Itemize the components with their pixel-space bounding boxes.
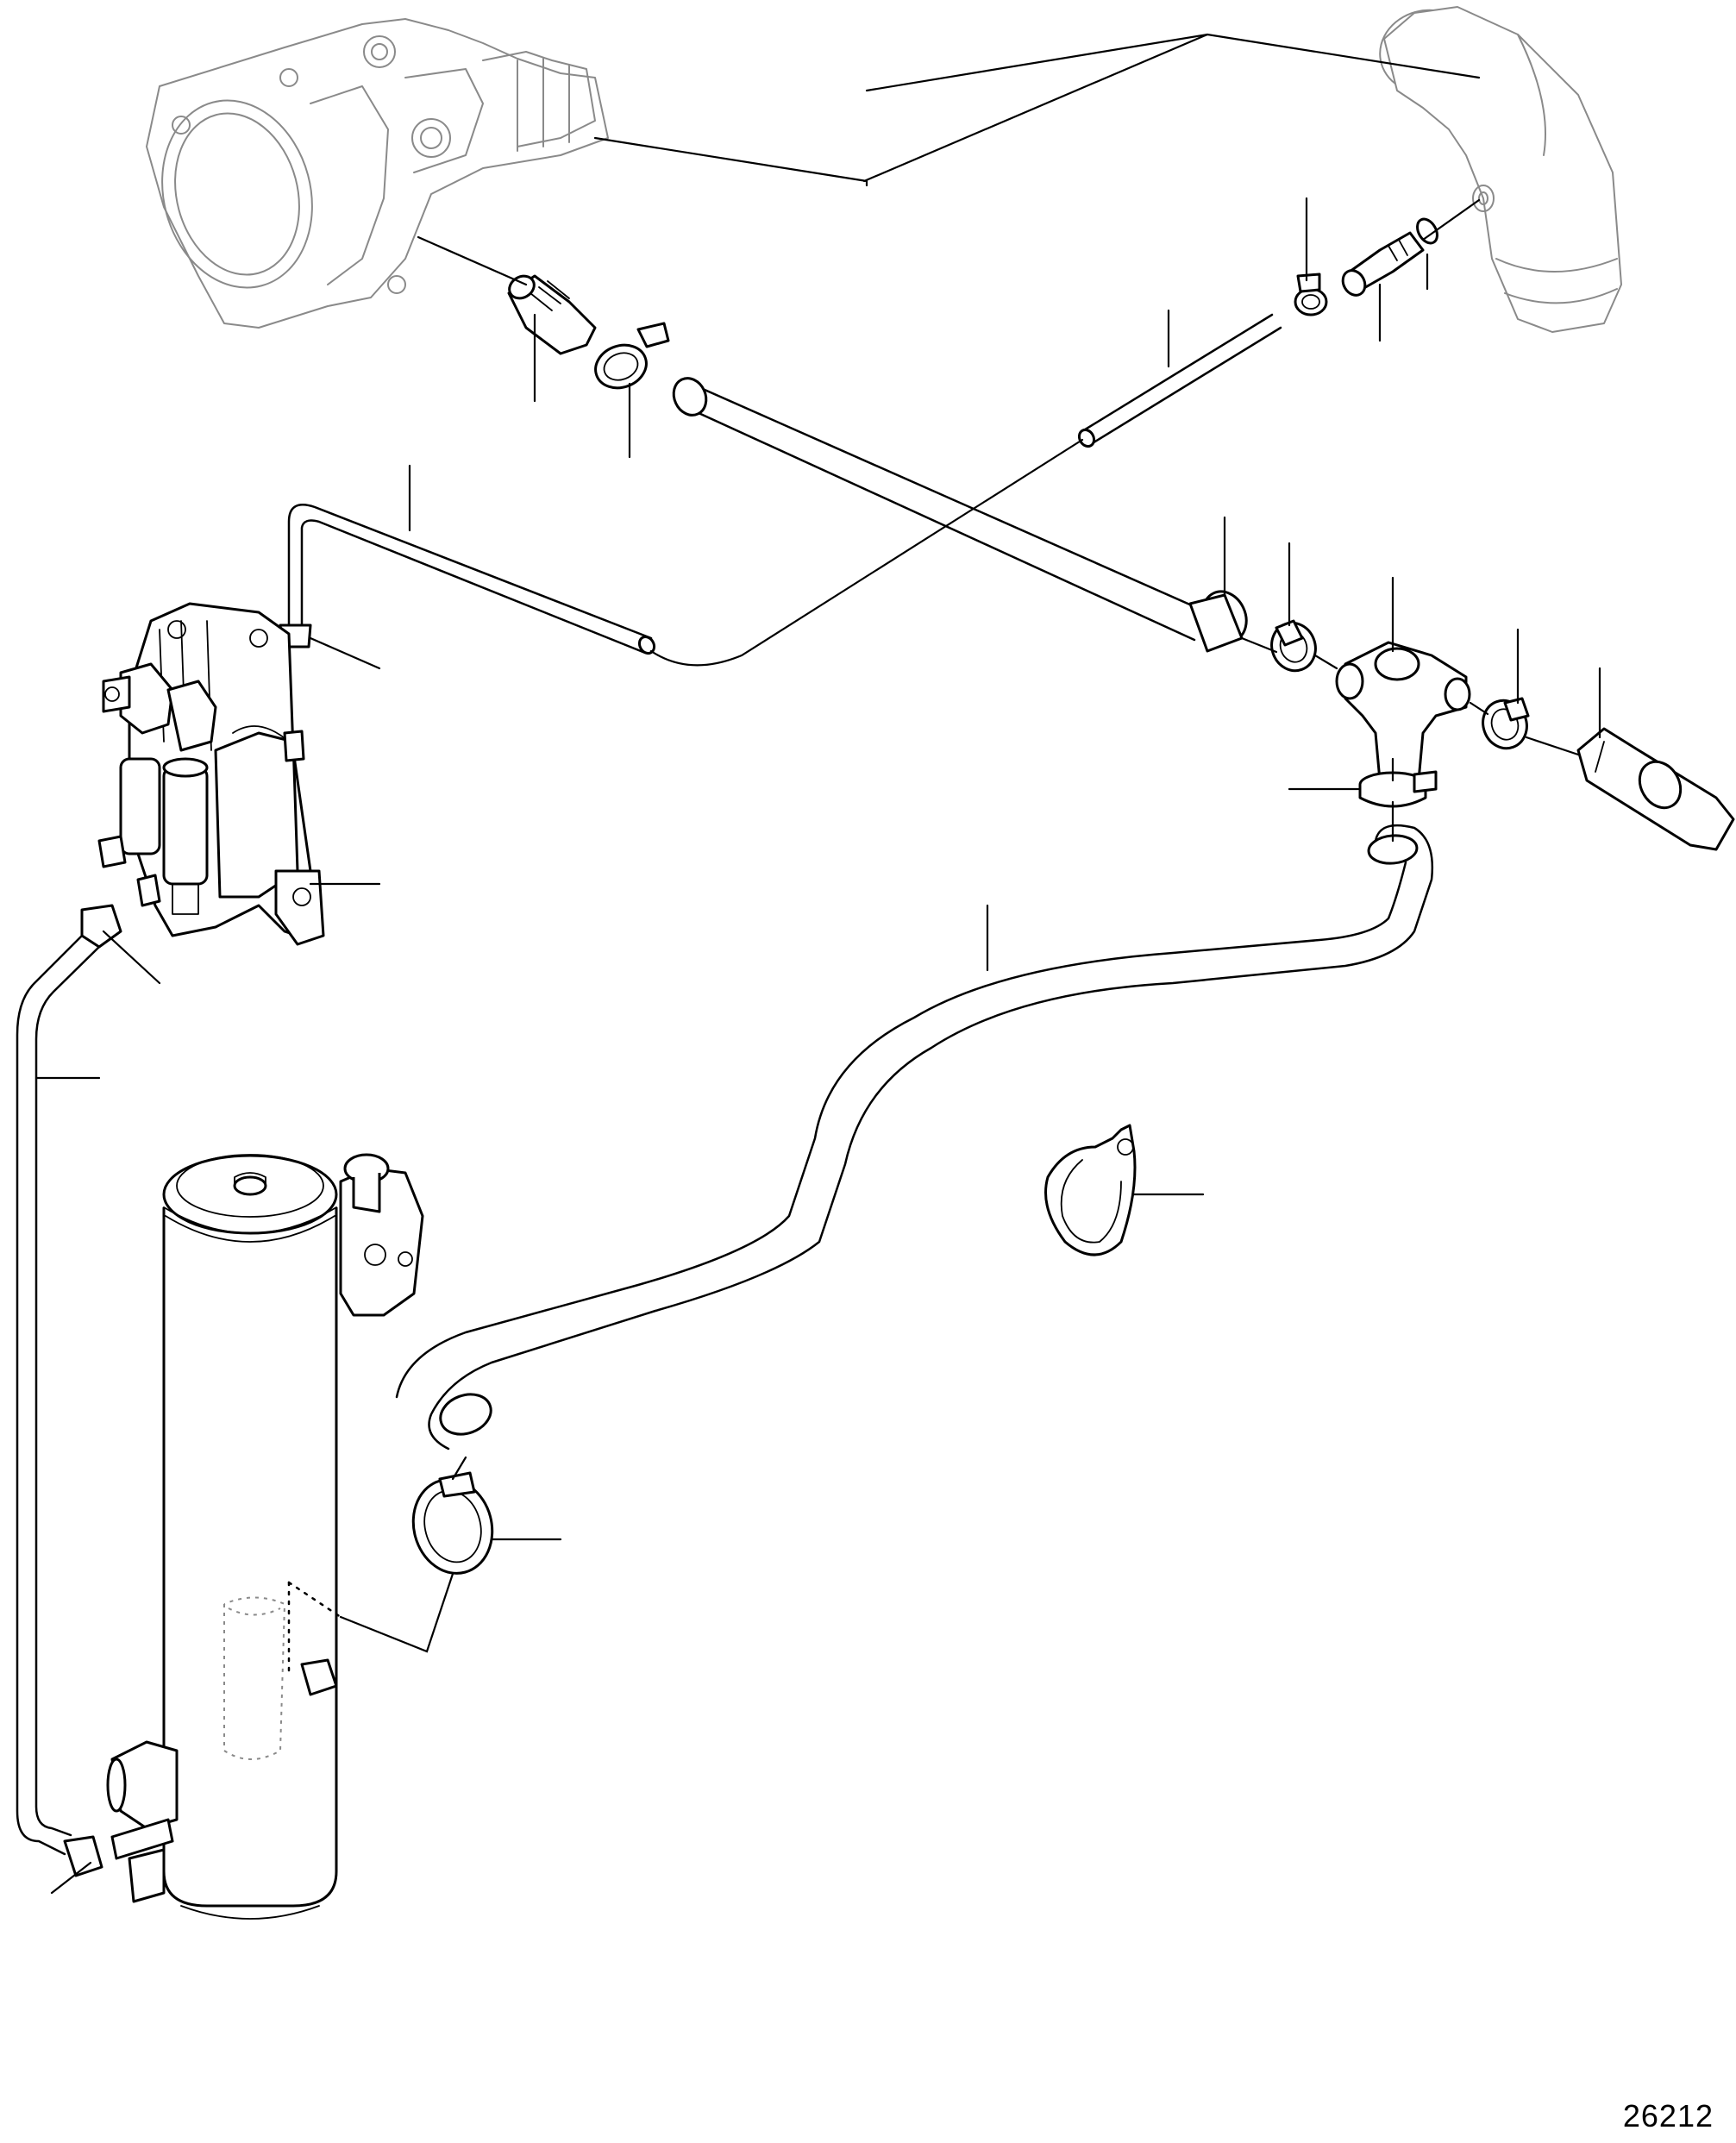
p-clip (1044, 1124, 1137, 1256)
axis-line-clamp-large (451, 1456, 467, 1481)
transmission-housing (146, 18, 609, 329)
exhaust-elbow (1379, 6, 1622, 333)
figure-number: 26212 (1622, 2098, 1714, 2134)
leader-thin-hose-link (649, 438, 1084, 667)
thin-hose-left (16, 904, 122, 1877)
hose-stub-right (1576, 727, 1735, 851)
axis-line-clamp-right (1240, 636, 1278, 654)
axis-line-stub (1525, 736, 1580, 756)
adapter-fitting-upper-right (1341, 231, 1425, 297)
washer-upper-right (1416, 217, 1438, 245)
leader-elbow-fitting (1421, 198, 1481, 241)
transmission-fitting (507, 274, 597, 355)
thin-hose-control (279, 504, 656, 655)
clamp-right-upper (1270, 619, 1317, 673)
hose-clamp-upper-left (594, 322, 670, 390)
clamp-right-lower (1482, 697, 1530, 750)
water-hose-upper (672, 377, 1248, 653)
water-hose-lower (395, 824, 1433, 1451)
heat-exchanger (106, 1153, 424, 1920)
t-piece-connector (1335, 641, 1471, 782)
hose-clamp-large-lower (411, 1471, 494, 1575)
pressure-control-unit (97, 602, 325, 946)
leader-heat-exchanger-link (339, 1572, 454, 1653)
clamp-small-upper-right (1294, 273, 1328, 316)
small-hose-upper-right (1077, 313, 1282, 448)
axis-line-tpiece-right (1469, 701, 1489, 716)
callout-leaders (34, 33, 1601, 1895)
axis-line-tpiece-left (1313, 654, 1338, 670)
clamp-t-piece-lower (1358, 770, 1438, 808)
